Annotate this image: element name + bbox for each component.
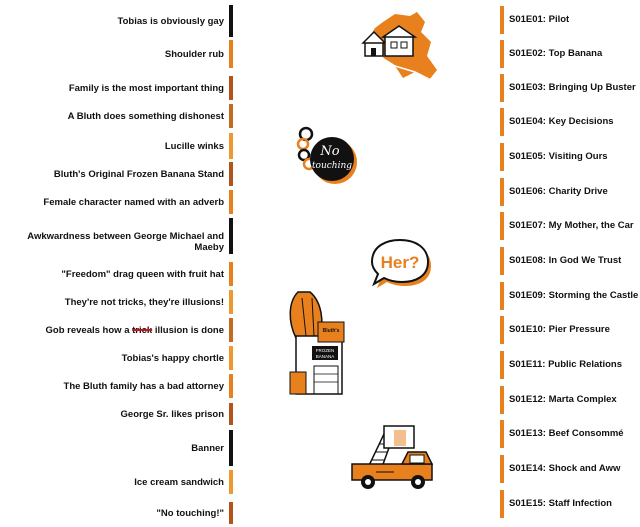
motif-label: They're not tricks, they're illusions! <box>64 297 224 308</box>
episode-label: S01E15: Staff Infection <box>509 498 612 509</box>
motif-label: Awkwardness between George Michael and M… <box>27 231 224 253</box>
episode-bar <box>500 74 504 102</box>
motif-color-bar <box>229 40 233 68</box>
her-speech-bubble: Her? <box>370 238 431 288</box>
motif-color-bar <box>229 218 233 254</box>
struck-word: trick <box>132 325 153 336</box>
motif-label: Banner <box>191 443 224 454</box>
motif-color-bar <box>229 318 233 342</box>
motif-color-bar <box>229 374 233 398</box>
svg-text:FROZEN: FROZEN <box>316 348 335 353</box>
motif-color-bar <box>229 262 233 286</box>
episode-bar <box>500 282 504 310</box>
motif-label: Female character named with an adverb <box>43 197 224 208</box>
motif-color-bar <box>229 190 233 214</box>
episode-bar <box>500 178 504 206</box>
svg-text:BANANA: BANANA <box>316 354 335 359</box>
motif-color-bar <box>229 346 233 370</box>
no-touching-illustration: No touching <box>296 126 357 184</box>
motif-label: The Bluth family has a bad attorney <box>63 381 224 392</box>
episode-label: S01E11: Public Relations <box>509 359 622 370</box>
motif-color-bar <box>229 290 233 314</box>
episode-bar <box>500 143 504 171</box>
episode-bar <box>500 40 504 68</box>
episode-bar <box>500 316 504 344</box>
svg-text:Bluth's: Bluth's <box>323 328 340 334</box>
motif-color-bar <box>229 430 233 466</box>
motif-color-bar <box>229 5 233 37</box>
episode-label: S01E13: Beef Consommé <box>509 428 624 439</box>
motif-label: "Freedom" drag queen with fruit hat <box>61 269 224 280</box>
motif-label: "No touching!" <box>156 508 224 519</box>
motif-color-bar <box>229 104 233 128</box>
banana-stand-illustration: Bluth's FROZEN BANANA <box>289 291 345 395</box>
svg-text:Her?: Her? <box>381 253 420 272</box>
svg-text:No: No <box>319 144 339 159</box>
episode-bar <box>500 420 504 448</box>
episode-bar <box>500 108 504 136</box>
episode-label: S01E01: Pilot <box>509 14 570 25</box>
motif-color-bar <box>229 76 233 100</box>
episode-label: S01E08: In God We Trust <box>509 255 622 266</box>
motif-label: Lucille winks <box>164 141 224 152</box>
svg-text:touching: touching <box>312 161 352 171</box>
motif-label: Tobias is obviously gay <box>117 16 224 27</box>
motif-color-bar <box>229 162 233 186</box>
episode-bar <box>500 351 504 379</box>
motif-color-bar <box>229 470 233 494</box>
motif-label: George Sr. likes prison <box>120 409 224 420</box>
motif-label: Bluth's Original Frozen Banana Stand <box>53 169 224 180</box>
episode-bar <box>500 455 504 483</box>
episode-label: S01E06: Charity Drive <box>509 186 608 197</box>
motif-label: Ice cream sandwich <box>134 477 224 488</box>
episode-bar <box>500 490 504 518</box>
episode-label: S01E09: Storming the Castle <box>509 290 639 301</box>
motif-color-bar <box>229 502 233 524</box>
episode-bar <box>500 386 504 414</box>
episode-label: S01E07: My Mother, the Car <box>509 220 634 231</box>
episode-label: S01E02: Top Banana <box>509 48 603 59</box>
episode-label: S01E14: Shock and Aww <box>509 463 621 474</box>
episode-bar <box>500 212 504 240</box>
episode-label: S01E05: Visiting Ours <box>509 151 608 162</box>
episode-label: S01E03: Bringing Up Buster <box>509 82 636 93</box>
episode-label: S01E10: Pier Pressure <box>509 324 610 335</box>
episode-label: S01E12: Marta Complex <box>509 394 617 405</box>
motif-label: Gob reveals how a trick illusion is done <box>45 325 224 336</box>
motif-label: A Bluth does something dishonest <box>67 111 224 122</box>
stair-car-illustration <box>351 425 434 489</box>
motif-label: Family is the most important thing <box>68 83 224 94</box>
motif-label: Tobias's happy chortle <box>121 353 224 364</box>
motif-label: Shoulder rub <box>164 49 224 60</box>
motif-color-bar <box>229 133 233 159</box>
episode-label: S01E04: Key Decisions <box>509 116 614 127</box>
episode-bar <box>500 247 504 275</box>
episode-bar <box>500 6 504 34</box>
motif-color-bar <box>229 403 233 425</box>
model-home-illustration <box>361 12 437 81</box>
